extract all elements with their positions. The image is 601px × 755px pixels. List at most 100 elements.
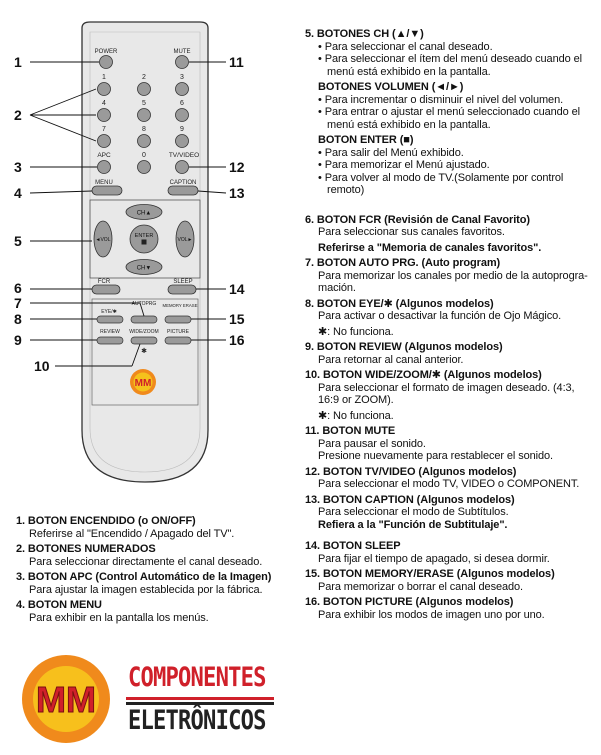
num-button-3[interactable] — [175, 82, 189, 96]
enter-button[interactable] — [129, 224, 159, 254]
section-autoprg: 7. BOTON AUTO PRG. (Auto program) Para m… — [305, 257, 597, 295]
num-label-2: 2 — [142, 74, 146, 81]
brand-name-line1: COMPONENTES — [128, 662, 266, 693]
remote-brand-badge-text: MM — [135, 378, 152, 389]
section-eye: 8. BOTON EYE/✱ (Algunos modelos) Para ac… — [305, 298, 597, 339]
num-label-9: 9 — [180, 126, 184, 133]
num-button-9[interactable] — [175, 134, 189, 148]
vol-right-button[interactable] — [175, 220, 195, 258]
section-eye-line-2: ✱: No funciona. — [318, 325, 394, 338]
autoprg-label: AUTOPRG — [132, 301, 157, 307]
callout-12: 12 — [229, 159, 245, 175]
apc-button[interactable] — [97, 160, 111, 174]
ch-down-label: CH▼ — [137, 266, 152, 272]
mute-button[interactable] — [175, 55, 189, 69]
widezoom-label: WIDE/ZOOM — [129, 329, 158, 335]
star-mark: ✱ — [141, 347, 147, 355]
section-widezoom-title: 10. BOTON WIDE/ZOOM/✱ (Algunos modelos) — [305, 369, 542, 381]
num-button-6[interactable] — [175, 108, 189, 122]
callout-1: 1 — [14, 54, 22, 70]
review-button[interactable] — [96, 336, 124, 345]
section-ch-title: 5. BOTONES CH (▲/▼) — [305, 28, 424, 40]
section-numbers-line-1: Para seleccionar directamente el canal d… — [29, 555, 263, 568]
callout-2: 2 — [14, 107, 22, 123]
section-menu-line-1: Para exhibir en la pantalla los menús. — [29, 611, 209, 624]
section-widezoom: 10. BOTON WIDE/ZOOM/✱ (Algunos modelos) … — [305, 369, 597, 422]
num-label-5: 5 — [142, 100, 146, 107]
widezoom-button[interactable] — [130, 336, 158, 345]
num-label-3: 3 — [180, 74, 184, 81]
memory-erase-button[interactable] — [164, 315, 192, 324]
callout-13: 13 — [229, 185, 245, 201]
section-eye-title: 8. BOTON EYE/✱ (Algunos modelos) — [305, 297, 494, 310]
num-label-7: 7 — [102, 126, 106, 133]
callout-15: 15 — [229, 311, 245, 327]
section-tvvideo: 12. BOTON TV/VIDEO (Algunos modelos) Par… — [305, 466, 597, 491]
eye-button[interactable] — [96, 315, 124, 324]
picture-label: PICTURE — [167, 329, 190, 335]
section-picture-line-1: Para exhibir los modos de imagen uno por… — [318, 608, 545, 621]
menu-button[interactable] — [91, 185, 123, 196]
caption-button[interactable] — [167, 185, 199, 196]
callout-16: 16 — [229, 332, 245, 348]
num-button-2[interactable] — [137, 82, 151, 96]
lower-panel — [91, 298, 199, 406]
section-vol-title: BOTONES VOLUMEN (◄/►) — [318, 81, 464, 93]
section-enter-bullet-2: • Para memorizar el Menú ajustado. — [318, 159, 490, 171]
callouts: 1 2 3 4 5 6 7 8 9 10 11 12 13 14 15 16 — [14, 54, 245, 374]
ch-down-button[interactable] — [125, 259, 163, 275]
tvvideo-button[interactable] — [175, 160, 189, 174]
section-menu-title: 4. BOTON MENU — [16, 599, 102, 611]
section-sleep-line-1: Para fijar el tiempo de apagado, si dese… — [318, 552, 550, 565]
fcr-button[interactable] — [91, 284, 121, 295]
num-button-1[interactable] — [97, 82, 111, 96]
power-button[interactable] — [99, 55, 113, 69]
section-fcr-line-2: Referirse a "Memoria de canales favorito… — [318, 241, 542, 254]
review-label: REVIEW — [100, 329, 120, 335]
num-button-8[interactable] — [137, 134, 151, 148]
section-review: 9. BOTON REVIEW (Algunos modelos) Para r… — [305, 341, 597, 366]
brand-badge-core — [33, 666, 99, 732]
num-button-7[interactable] — [97, 134, 111, 148]
vol-left-label: ◄VOL — [96, 237, 111, 243]
num-label-6: 6 — [180, 100, 184, 107]
section-mute-line-2: Presione nuevamente para restablecer el … — [318, 450, 554, 462]
tvvideo-label: TV/VIDEO — [169, 152, 199, 159]
section-review-title: 9. BOTON REVIEW (Algunos modelos) — [305, 341, 503, 353]
section-review-line-1: Para retornar al canal anterior. — [318, 353, 464, 366]
num-label-8: 8 — [142, 126, 146, 133]
section-enter-bullet-3: • Para volver al modo de TV.(Solamente p… — [318, 171, 564, 197]
autoprg-button[interactable] — [130, 315, 158, 324]
callout-5: 5 — [14, 233, 22, 249]
callout-6: 6 — [14, 280, 22, 296]
section-fcr-line-1: Para seleccionar sus canales favoritos. — [318, 226, 505, 238]
num-button-5[interactable] — [137, 108, 151, 122]
enter-label: ENTER — [135, 233, 154, 239]
num-button-4[interactable] — [97, 108, 111, 122]
section-caption: 13. BOTON CAPTION (Algunos modelos) Para… — [305, 494, 597, 532]
ch-up-button[interactable] — [125, 204, 163, 220]
brand-name-line2: ELETRÔNICOS — [128, 705, 266, 736]
section-tvvideo-line-1: Para seleccionar el modo TV, VIDEO o COM… — [318, 478, 580, 490]
section-mute-title: 11. BOTON MUTE — [305, 425, 396, 437]
section-vol-bullet-1: • Para incrementar o disminuir el nivel … — [318, 93, 564, 106]
sleep-button[interactable] — [167, 284, 197, 295]
section-autoprg-title: 7. BOTON AUTO PRG. (Auto program) — [305, 257, 501, 269]
picture-button[interactable] — [164, 336, 192, 345]
sleep-label: SLEEP — [173, 279, 192, 285]
section-memory: 15. BOTON MEMORY/ERASE (Algunos modelos)… — [305, 568, 597, 593]
section-fcr: 6. BOTON FCR (Revisión de Canal Favorito… — [305, 214, 597, 255]
ch-up-label: CH▲ — [137, 211, 152, 217]
num-button-0[interactable] — [137, 160, 151, 174]
num-label-1: 1 — [102, 74, 106, 81]
remote-inner-outline — [89, 31, 201, 473]
vol-left-button[interactable] — [93, 220, 113, 258]
section-picture-title: 16. BOTON PICTURE (Algunos modelos) — [305, 596, 514, 608]
callout-14: 14 — [229, 281, 245, 297]
section-numbers-title: 2. BOTONES NUMERADOS — [16, 543, 156, 555]
section-sleep-title: 14. BOTON SLEEP — [305, 540, 401, 552]
section-sleep: 14. BOTON SLEEP Para fijar el tiempo de … — [305, 540, 597, 565]
apc-label: APC — [97, 152, 111, 159]
num-label-4: 4 — [102, 100, 106, 107]
eye-label: EYE/✱ — [101, 309, 117, 315]
